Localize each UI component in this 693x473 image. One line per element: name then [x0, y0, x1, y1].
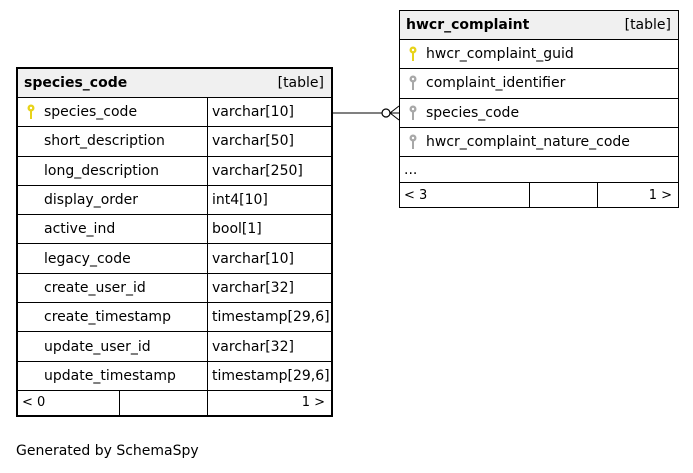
footer-parents-count[interactable]: 1 > — [648, 187, 672, 203]
column-name: hwcr_complaint_nature_code — [426, 134, 630, 151]
column-row[interactable]: hwcr_complaint_guid — [400, 40, 678, 70]
column-name: hwcr_complaint_guid — [426, 46, 574, 63]
foreign-key-icon — [400, 134, 426, 150]
column-name: active_ind — [44, 221, 116, 238]
column-name: display_order — [44, 192, 139, 209]
table-header[interactable]: hwcr_complaint [table] — [400, 11, 678, 40]
hwcr-complaint-table[interactable]: hwcr_complaint [table] hwcr_complaint_gu… — [399, 10, 679, 209]
foreign-key-icon — [400, 105, 426, 121]
column-name: long_description — [44, 162, 160, 179]
more-columns-indicator: ... — [400, 157, 678, 184]
column-name: update_timestamp — [44, 367, 176, 384]
column-type: timestamp[29,6] — [212, 309, 330, 326]
footer-children-count[interactable]: < 3 — [400, 183, 530, 208]
column-row[interactable]: active_ind bool[1] — [18, 215, 331, 245]
column-row[interactable]: species_code — [400, 99, 678, 128]
column-type: varchar[32] — [212, 279, 294, 296]
column-row[interactable]: create_timestamp timestamp[29,6] — [18, 303, 331, 333]
column-type: timestamp[29,6] — [212, 367, 330, 384]
column-type: varchar[10] — [212, 250, 294, 267]
zero-cardinality-mark — [381, 108, 391, 118]
primary-key-icon — [18, 104, 44, 120]
column-type: bool[1] — [212, 221, 262, 238]
column-row[interactable]: hwcr_complaint_nature_code — [400, 128, 678, 158]
column-name: species_code — [44, 104, 138, 121]
column-type: varchar[10] — [212, 104, 294, 121]
column-type: int4[10] — [212, 192, 268, 209]
column-row[interactable]: short_description varchar[50] — [18, 127, 331, 157]
table-type-tag: [table] — [277, 75, 324, 91]
crows-foot-mark — [389, 105, 400, 114]
primary-key-icon — [400, 46, 426, 62]
table-footer: < 0 1 > — [18, 390, 331, 415]
column-name: legacy_code — [44, 250, 131, 267]
table-footer: < 3 1 > — [400, 183, 678, 208]
column-row[interactable]: complaint_identifier — [400, 69, 678, 99]
column-name: species_code — [426, 104, 520, 121]
table-type-tag: [table] — [624, 17, 671, 33]
column-name: update_user_id — [44, 338, 151, 355]
column-row[interactable]: legacy_code varchar[10] — [18, 244, 331, 274]
column-name: create_timestamp — [44, 309, 171, 326]
footer-parents-count[interactable]: 1 > — [301, 395, 325, 411]
column-name: complaint_identifier — [426, 75, 566, 92]
table-name: species_code — [24, 75, 128, 91]
column-type: varchar[50] — [212, 133, 294, 150]
column-row[interactable]: display_order int4[10] — [18, 185, 331, 216]
column-row[interactable]: update_timestamp timestamp[29,6] — [18, 361, 331, 391]
table-header[interactable]: species_code [table] — [18, 69, 331, 98]
column-name: create_user_id — [44, 279, 146, 296]
column-type: varchar[250] — [212, 162, 303, 179]
column-row[interactable]: species_code varchar[10] — [18, 98, 331, 128]
foreign-key-icon — [400, 75, 426, 91]
table-name: hwcr_complaint — [406, 17, 530, 33]
generated-by-label: Generated by SchemaSpy — [16, 443, 199, 459]
footer-children-count[interactable]: < 0 — [18, 390, 120, 415]
column-type: varchar[32] — [212, 338, 294, 355]
column-name: short_description — [44, 133, 165, 150]
column-row[interactable]: create_user_id varchar[32] — [18, 273, 331, 304]
column-row[interactable]: long_description varchar[250] — [18, 156, 331, 186]
column-row[interactable]: update_user_id varchar[32] — [18, 332, 331, 362]
